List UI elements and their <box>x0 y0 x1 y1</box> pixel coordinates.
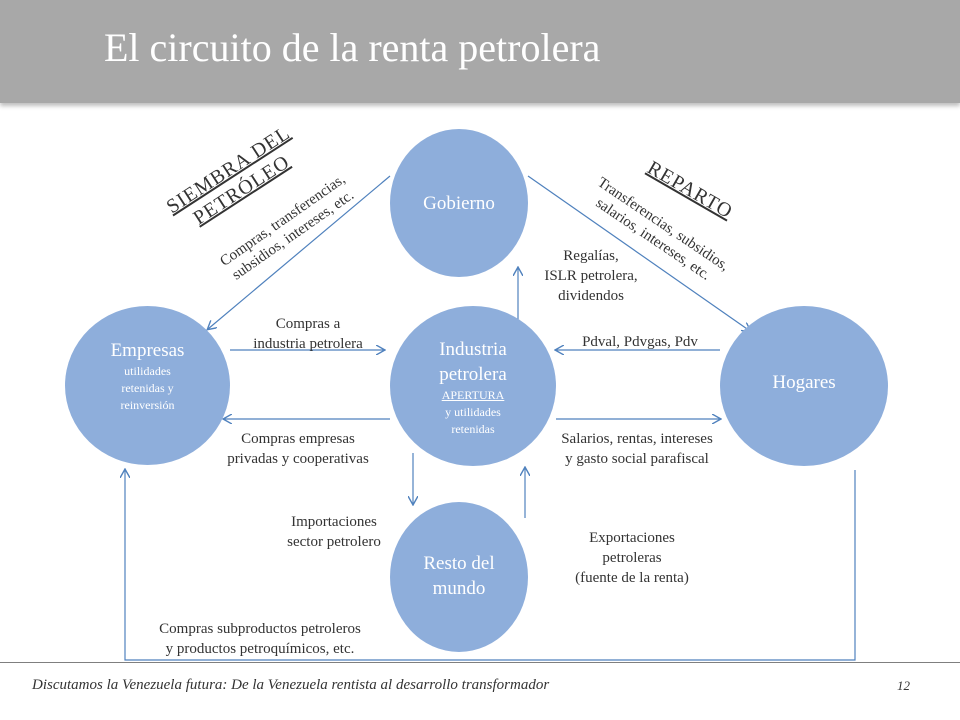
label-exportaciones: Exportaciones petroleras (fuente de la r… <box>575 530 689 586</box>
node-resto-label-1: Resto del <box>423 553 495 574</box>
node-industria-label-1: Industria <box>439 339 507 360</box>
node-gobierno <box>390 129 528 277</box>
node-empresas <box>65 306 230 465</box>
node-industria-label-2: petrolera <box>439 364 507 385</box>
label-importaciones: Importaciones sector petrolero <box>287 514 381 550</box>
label-regalias: Regalías, ISLR petrolera, dividendos <box>544 248 638 304</box>
node-hogares <box>720 306 888 466</box>
node-industria-text: Industria petrolera APERTURA y utilidade… <box>390 337 556 438</box>
label-pdval: Pdval, Pdvgas, Pdv <box>582 334 698 350</box>
node-hogares-label: Hogares <box>772 372 836 393</box>
node-resto-label-2: mundo <box>432 578 486 599</box>
label-compras-industria: Compras a industria petrolera <box>253 316 363 352</box>
label-salarios-rentas: Salarios, rentas, intereses y gasto soci… <box>561 431 713 467</box>
arrow-gobierno-hogares <box>527 175 750 331</box>
footer-text: Discutamos la Venezuela futura: De la Ve… <box>32 677 550 693</box>
label-subproductos: Compras subproductos petroleros y produc… <box>159 621 361 657</box>
node-empresas-text: Empresas utilidades retenidas y reinvers… <box>65 338 230 414</box>
page-title: El circuito de la renta petrolera <box>104 25 601 70</box>
node-resto-del-mundo <box>390 502 528 652</box>
page-number: 12 <box>897 678 910 693</box>
node-gobierno-label: Gobierno <box>423 193 495 214</box>
header-bar <box>0 0 960 103</box>
node-industria-petrolera <box>390 306 556 466</box>
arrow-gobierno-empresas <box>208 175 391 329</box>
node-empresas-label: Empresas <box>110 340 185 361</box>
node-industria-apertura: APERTURA <box>441 388 505 402</box>
label-compras-empresas: Compras empresas privadas y cooperativas <box>227 431 369 467</box>
node-resto-text: Resto del mundo <box>390 551 528 601</box>
footer-divider <box>0 662 960 663</box>
arrow-hogares-empresas <box>125 470 856 661</box>
